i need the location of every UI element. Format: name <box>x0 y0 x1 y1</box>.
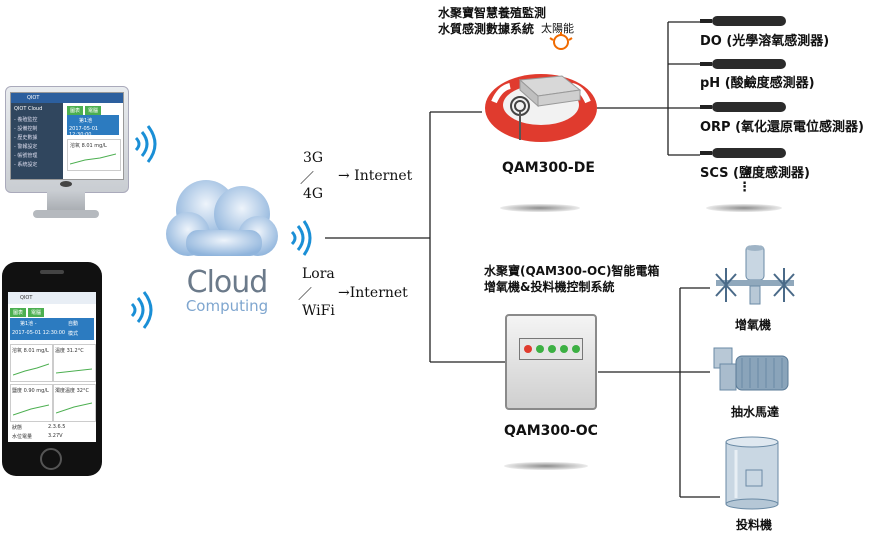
menu-item[interactable]: - 養殖監控 <box>14 117 38 123</box>
sensor-more-ellipsis: ⋮ <box>738 180 751 195</box>
device-label-aerator: 增氧機 <box>735 318 772 332</box>
link-internet-top: → Internet <box>338 168 413 184</box>
led-indicator <box>536 345 544 353</box>
device-label-feeder: 投料機 <box>736 518 773 532</box>
sensor-probe-do <box>700 16 786 26</box>
device-label-pump: 抽水馬達 <box>731 405 780 419</box>
wireless-icon <box>130 291 153 329</box>
cloud-icon <box>166 180 278 256</box>
feeder-icon <box>725 436 779 510</box>
qam-de-name: QAM300-DE <box>502 160 595 176</box>
desktop-monitor: QIOT QIOT Cloud - 養殖監控 - 設備控制 - 歷史數據 - 警… <box>5 86 129 224</box>
menu-item[interactable]: - 設備控制 <box>14 126 38 132</box>
link-slash: ／ <box>298 287 312 303</box>
water-pump-icon <box>713 347 789 391</box>
qam-de-title: 水聚寶智慧養殖監測 <box>438 6 547 20</box>
home-button <box>40 448 62 470</box>
menu-item[interactable]: - 警報設定 <box>14 144 38 150</box>
wireless-icon <box>290 220 312 256</box>
led-indicator <box>560 345 568 353</box>
link-slash: ／ <box>300 171 314 187</box>
qam-oc-name: QAM300-OC <box>504 423 598 439</box>
phone-screen: QIOT 圖表 電腦 第1池 - 自動 2017-05-01 12:30:00 … <box>8 292 96 442</box>
qam-de-subtitle: 水質感測數據系統 <box>438 22 535 36</box>
wireless-icon <box>134 125 157 163</box>
aerator-icon <box>715 245 795 305</box>
smartphone: QIOT 圖表 電腦 第1池 - 自動 2017-05-01 12:30:00 … <box>2 262 102 476</box>
link-4g: 4G <box>303 186 324 202</box>
led-indicator <box>524 345 532 353</box>
link-3g: 3G <box>303 150 324 166</box>
sensor-label-ph: pH (酸鹼度感測器) <box>700 76 815 91</box>
cloud-title: Cloud <box>186 265 269 300</box>
qam-oc-control-box <box>505 314 597 410</box>
led-indicator <box>572 345 580 353</box>
led-indicator <box>548 345 556 353</box>
solar-panel-icon <box>549 32 573 50</box>
monitor-screen: QIOT QIOT Cloud - 養殖監控 - 設備控制 - 歷史數據 - 警… <box>10 92 124 180</box>
qam-oc-title: 水聚寶(QAM300-OC)智能電箱 <box>484 264 660 278</box>
sensor-probe-ph <box>700 59 786 69</box>
monitor-tab[interactable]: 電腦 <box>85 106 102 115</box>
led-panel <box>519 338 583 360</box>
link-internet-bottom: →Internet <box>338 285 408 301</box>
qam-de-buoy-image <box>485 74 597 142</box>
monitor-card: 第1池 2017-05-01 12:30:00 <box>67 115 119 138</box>
cloud-subtitle: Computing <box>185 297 269 315</box>
menu-item[interactable]: - 帳號管理 <box>14 153 38 159</box>
menu-item[interactable]: - 系統設定 <box>14 162 38 168</box>
monitor-sidebar: QIOT Cloud - 養殖監控 - 設備控制 - 歷史數據 - 警報設定 -… <box>11 103 63 179</box>
sensor-probe-scs <box>700 148 786 158</box>
phone-app-title: QIOT <box>20 295 33 301</box>
link-lora: Lora <box>302 266 335 282</box>
sensor-probe-orp <box>700 102 786 112</box>
sensor-label-orp: ORP (氧化還原電位感測器) <box>700 120 864 135</box>
phone-tab[interactable]: 電腦 <box>28 308 45 317</box>
menu-item[interactable]: - 歷史數據 <box>14 135 38 141</box>
monitor-tab[interactable]: 圖表 <box>67 106 84 115</box>
sensor-label-scs: SCS (鹽度感測器) <box>700 166 810 181</box>
phone-pond-card: 第1池 - 自動 2017-05-01 12:30:00 模式 <box>10 318 94 340</box>
solar-label: 太陽能 <box>541 22 574 35</box>
sensor-label-do: DO (光學溶氧感測器) <box>700 34 830 49</box>
cloud-label: Cloud Computing <box>172 265 282 315</box>
qam-oc-subtitle: 增氧機&投料機控制系統 <box>484 280 615 294</box>
link-wifi: WiFi <box>302 303 335 319</box>
monitor-app-title: QIOT <box>27 95 40 101</box>
phone-tab[interactable]: 圖表 <box>10 308 27 317</box>
